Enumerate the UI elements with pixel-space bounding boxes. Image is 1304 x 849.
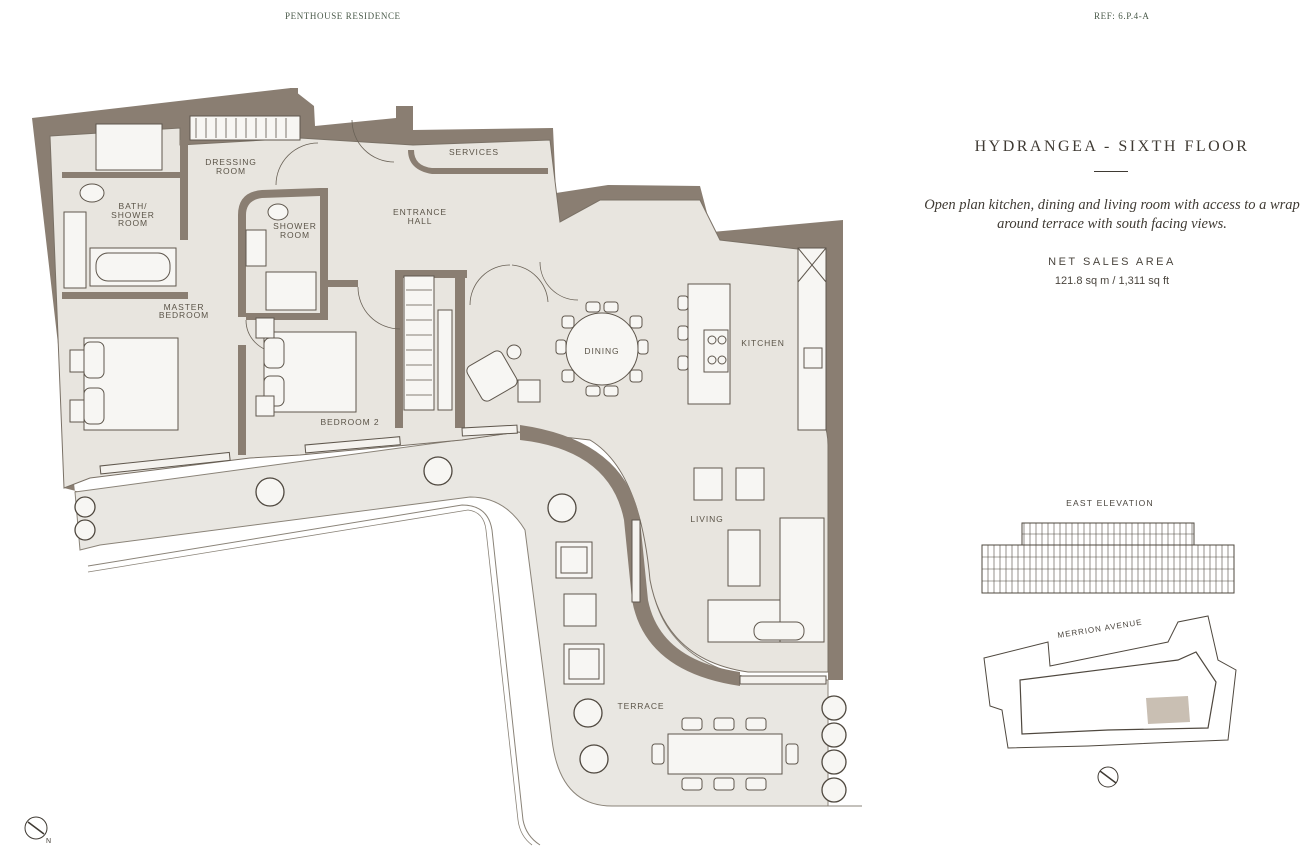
room-label-services: SERVICES: [449, 147, 499, 157]
unit-highlight: [1146, 696, 1190, 724]
dining-table: [555, 301, 649, 397]
room-label-terrace: TERRACE: [618, 701, 665, 711]
unit-description: Open plan kitchen, dining and living roo…: [924, 197, 1300, 232]
bathroom-fixtures: [63, 123, 317, 311]
site-plan-drawing: MERRION AVENUE: [983, 615, 1237, 788]
master-bed: [69, 337, 179, 431]
terrace-railing: [87, 504, 541, 846]
east-elevation-drawing: [981, 522, 1235, 594]
room-label-kitchen: KITCHEN: [741, 338, 785, 348]
room-label-master-1: MASTER: [164, 302, 205, 312]
room-label-master-2: BEDROOM: [159, 310, 209, 320]
lounge-chair: [466, 344, 541, 403]
wardrobes: [189, 115, 453, 411]
room-label-dressing-2: ROOM: [216, 166, 246, 176]
partition-walls: [62, 88, 548, 455]
room-label-shower-1: SHOWER: [273, 221, 317, 231]
room-label-living: LIVING: [690, 514, 723, 524]
room-label-bath-1: BATH/: [119, 201, 148, 211]
room-label-entrance-1: ENTRANCE: [393, 207, 447, 217]
header-left: PENTHOUSE RESIDENCE: [285, 11, 401, 21]
curved-wall: [520, 425, 740, 686]
site-compass-icon: [1097, 766, 1119, 788]
bedroom2-bed: [255, 317, 357, 417]
room-label-dressing-1: DRESSING: [205, 157, 257, 167]
elevation-label: EAST ELEVATION: [1066, 498, 1154, 508]
windows: [99, 424, 827, 685]
unit-title: HYDRANGEA - SIXTH FLOOR: [974, 138, 1250, 155]
street-label: MERRION AVENUE: [1057, 618, 1143, 640]
room-label-entrance-2: HALL: [408, 216, 433, 226]
terrace-furniture: [555, 541, 799, 791]
compass-north-letter: N: [46, 838, 51, 845]
planters: [74, 456, 847, 803]
header-ref: REF: 6.P.4-A: [1094, 11, 1150, 21]
room-label-shower-2: ROOM: [280, 230, 310, 240]
living-furniture: [693, 467, 825, 643]
room-label-bath-3: ROOM: [118, 218, 148, 228]
room-label-bath-2: SHOWER: [111, 210, 155, 220]
kitchen-island: [677, 247, 827, 431]
net-sales-area-label: NET SALES AREA: [1048, 256, 1176, 268]
room-label-bedroom2: BEDROOM 2: [320, 417, 379, 427]
room-label-dining: DINING: [584, 346, 619, 356]
net-sales-area-value: 121.8 sq m / 1,311 sq ft: [1054, 275, 1170, 287]
title-divider: [1094, 171, 1128, 172]
wardrobe-hangers: [195, 118, 432, 396]
compass-icon: N: [24, 816, 51, 845]
floor-plan: DRESSING ROOM SERVICES BATH/ SHOWER ROOM…: [24, 88, 862, 846]
